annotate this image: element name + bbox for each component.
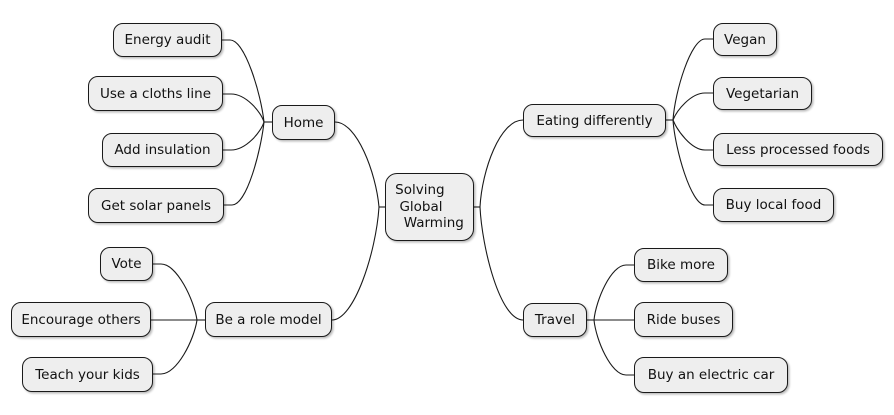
node-be-a-role-model: Be a role model	[205, 302, 332, 337]
node-buy-an-electric-car: Buy an electric car	[634, 357, 788, 393]
node-vote: Vote	[100, 247, 153, 281]
edge-travel-electric-car	[593, 319, 634, 376]
edge-root-travel	[479, 206, 524, 321]
edge-eating-vegetarian	[672, 92, 713, 121]
node-vegan: Vegan	[713, 23, 777, 56]
edge-solar-panels-home	[224, 121, 265, 206]
edge-eating-vegan	[672, 38, 713, 121]
node-home: Home	[272, 105, 335, 140]
edge-add-insulation-home	[223, 121, 265, 151]
node-ride-buses: Ride buses	[634, 302, 733, 337]
node-buy-local-food: Buy local food	[713, 188, 834, 222]
node-teach-your-kids: Teach your kids	[22, 357, 153, 392]
node-less-processed-foods: Less processed foods	[713, 133, 883, 166]
node-vegetarian: Vegetarian	[713, 77, 812, 110]
node-energy-audit: Energy audit	[113, 23, 222, 57]
node-use-a-cloths-line: Use a cloths line	[88, 76, 223, 111]
edge-travel-bike	[593, 264, 634, 321]
edge-teach-kids-role-model	[153, 319, 198, 375]
edge-home-root	[334, 121, 380, 208]
node-add-insulation: Add insulation	[102, 133, 223, 167]
node-encourage-others: Encourage others	[11, 302, 151, 337]
edge-eating-buy-local	[672, 119, 713, 206]
node-get-solar-panels: Get solar panels	[88, 188, 224, 223]
node-bike-more: Bike more	[634, 248, 728, 282]
node-travel: Travel	[523, 303, 587, 337]
edge-energy-audit-home	[222, 39, 265, 123]
edge-cloths-line-home	[223, 93, 265, 123]
node-eating-differently: Eating differently	[523, 104, 666, 137]
node-solving-global-warming: Solving Global Warming	[385, 173, 474, 241]
edge-root-eating	[479, 119, 524, 208]
edge-eating-less-processed	[672, 119, 713, 151]
edge-role-model-root	[331, 206, 380, 321]
edge-vote-role-model	[153, 263, 198, 321]
